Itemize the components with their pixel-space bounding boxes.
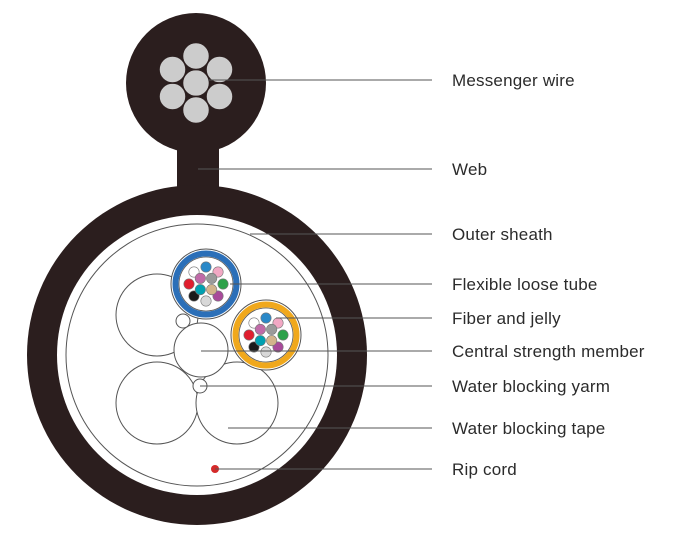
fiber <box>206 284 218 296</box>
label-water-blocking-tape: Water blocking tape <box>452 419 606 438</box>
flexible-loose-tube-2 <box>230 299 302 371</box>
fiber <box>260 312 272 324</box>
water-blocking-yarns <box>175 313 208 394</box>
water-blocking-tape <box>65 223 329 487</box>
fiber <box>260 346 272 358</box>
fiber <box>266 323 278 335</box>
fiber-bundle-2 <box>243 312 289 358</box>
fiber <box>277 329 289 341</box>
label-central-strength-member: Central strength member <box>452 342 645 361</box>
fiber <box>243 329 255 341</box>
flexible-loose-tube-1 <box>170 248 242 320</box>
fiber <box>183 278 195 290</box>
fiber <box>206 272 218 284</box>
fiber <box>254 323 266 335</box>
label-rip-cord: Rip cord <box>452 460 517 479</box>
leader-lines <box>198 79 432 470</box>
fiber <box>266 335 278 347</box>
label-flexible-loose-tube: Flexible loose tube <box>452 275 598 294</box>
label-outer-sheath: Outer sheath <box>452 225 553 244</box>
label-water-blocking-yarm: Water blocking yarm <box>452 377 611 396</box>
filler-tubes <box>115 273 279 445</box>
central-strength-member <box>173 322 229 378</box>
fiber <box>217 278 229 290</box>
label-messenger-wire: Messenger wire <box>452 71 575 90</box>
fiber <box>194 284 206 296</box>
fiber <box>194 272 206 284</box>
fiber <box>200 261 212 273</box>
label-web: Web <box>452 160 488 179</box>
fiber <box>200 295 212 307</box>
messenger-wire <box>158 41 234 125</box>
fiber-bundle-1 <box>183 261 229 307</box>
label-fiber-and-jelly: Fiber and jelly <box>452 309 561 328</box>
fiber <box>254 335 266 347</box>
